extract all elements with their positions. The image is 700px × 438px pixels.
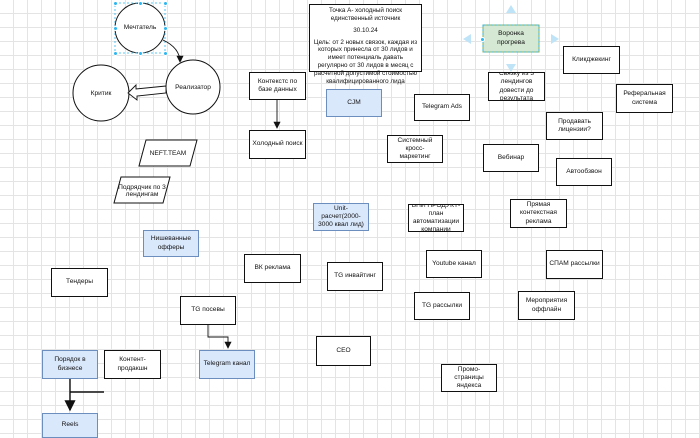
- funnel-warmup-node[interactable]: Воронка прогрева: [497, 30, 525, 46]
- neft-team-label: NEFT.TEAM: [149, 149, 187, 157]
- webinar-node[interactable]: Вебинар: [483, 144, 539, 172]
- funnel-direction-arrows: [463, 5, 559, 72]
- promo-yandex-node[interactable]: Промо-страницы яндекса: [441, 364, 497, 392]
- handle-bl[interactable]: [113, 51, 118, 56]
- cjm-node[interactable]: CJM: [326, 89, 382, 117]
- handle-br[interactable]: [163, 51, 168, 56]
- critic-label: Критик: [90, 89, 112, 97]
- handle-mr[interactable]: [163, 26, 168, 31]
- neft-team-shape[interactable]: [138, 139, 198, 167]
- telegram-ads-node[interactable]: Telegram Ads: [414, 94, 470, 121]
- clickjacking-node[interactable]: Кликджекинг: [563, 46, 620, 74]
- context-db-node[interactable]: Контекстс по базе данных: [249, 72, 306, 100]
- note-goal: Цель: от 2 новых связок, каждая из котор…: [313, 38, 418, 85]
- goal-note[interactable]: Точка А- холодный поиск единственный ист…: [309, 4, 422, 85]
- note-title: Точка А- холодный поиск единственный ист…: [328, 7, 403, 22]
- handle-bm[interactable]: [138, 51, 143, 56]
- handle-tr[interactable]: [163, 1, 168, 6]
- tenders-node[interactable]: Тендеры: [51, 268, 108, 297]
- unit-calc-node[interactable]: Unit- расчет(2000-3000 квал лид): [313, 203, 369, 231]
- connect-landings-node[interactable]: Связку из 3 лендингов довести до результ…: [488, 72, 545, 101]
- connector-tgposts-channel: [207, 325, 232, 349]
- realizer-label: Реализатор: [175, 83, 211, 91]
- spam-mailing-node[interactable]: СПАМ рассылки: [546, 250, 603, 279]
- referral-node[interactable]: Реферальная система: [616, 84, 673, 113]
- bpi-product-node[interactable]: БПИ ПРОДУКТ- план автоматизации компании: [408, 204, 464, 232]
- cold-search-node[interactable]: Холодный поиск: [249, 130, 306, 159]
- system-cross-node[interactable]: Системный кросс-маркетинг: [387, 135, 443, 163]
- handle-tl[interactable]: [113, 1, 118, 6]
- contractor-label: Подрядчик по 3 лендингам: [118, 184, 166, 198]
- tg-mailing-node[interactable]: TG рассылки: [414, 292, 470, 320]
- handle-tm[interactable]: [138, 1, 143, 6]
- ceo-node[interactable]: CEO: [316, 336, 371, 366]
- vk-ads-node[interactable]: ВК реклама: [244, 254, 301, 283]
- sell-licenses-node[interactable]: Продавать лицензии?: [546, 112, 603, 140]
- content-sales-node[interactable]: Контент- продакшн: [104, 350, 161, 379]
- niche-offers-node[interactable]: Нишеванные офферы: [143, 230, 199, 257]
- funnel-handle-left[interactable]: [480, 37, 485, 42]
- dreamer-label: Мечтатель: [123, 23, 157, 31]
- business-order-node[interactable]: Порядок в бизнесе: [42, 350, 98, 379]
- youtube-node[interactable]: Youtube канал: [426, 250, 482, 278]
- tg-posts-node[interactable]: TG посевы: [180, 296, 236, 325]
- handle-ml[interactable]: [113, 26, 118, 31]
- note-date: 30.10.24: [353, 26, 378, 34]
- direct-context-node[interactable]: Прямая контекстная реклама: [510, 199, 567, 228]
- autodialer-node[interactable]: Автообзвон: [556, 158, 612, 186]
- block-arrow-realizer-critic: [127, 83, 167, 101]
- offline-events-node[interactable]: Мероприятия оффлайн: [518, 291, 575, 320]
- connector-dreamer-realizer: [162, 39, 184, 63]
- reels-node[interactable]: Reels: [42, 413, 98, 438]
- contractor-shape[interactable]: [113, 176, 171, 204]
- tg-inviting-node[interactable]: TG инвайтинг: [327, 262, 383, 291]
- telegram-channel-node[interactable]: Telegram канал: [199, 350, 255, 379]
